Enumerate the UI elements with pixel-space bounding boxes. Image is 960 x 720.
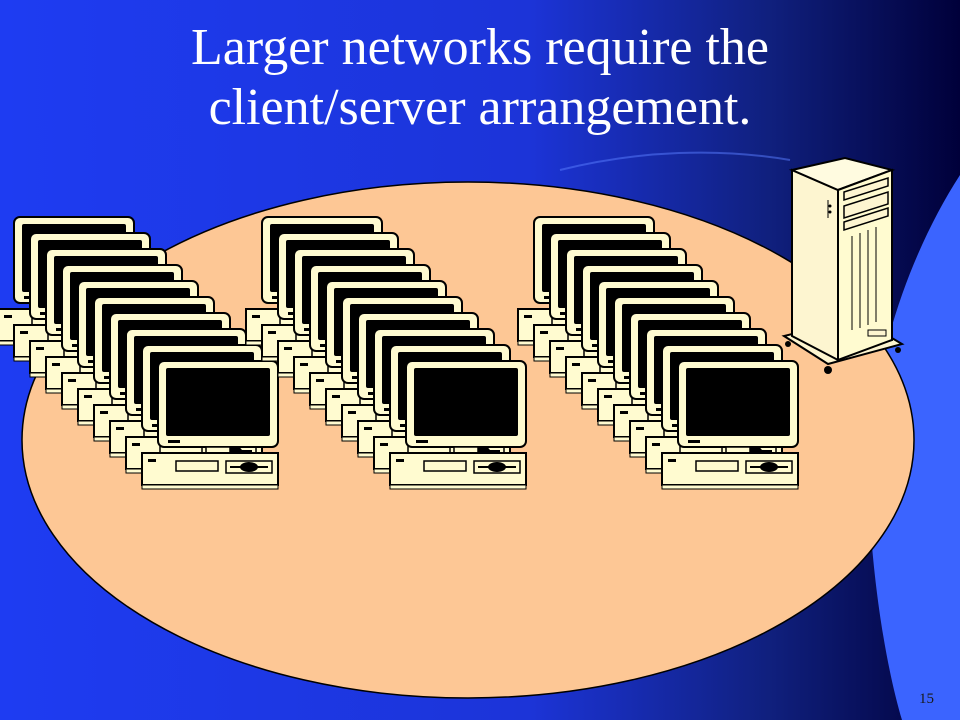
server-tower <box>781 156 905 374</box>
title-line-1: Larger networks require the <box>190 19 770 76</box>
slide-title: Larger networks require the client/serve… <box>0 18 960 138</box>
client-computer <box>661 360 799 490</box>
title-line-2: client/server arrangement. <box>208 79 752 136</box>
client-computer <box>389 360 527 490</box>
client-computer <box>141 360 279 490</box>
slide-number: 15 <box>919 691 934 707</box>
